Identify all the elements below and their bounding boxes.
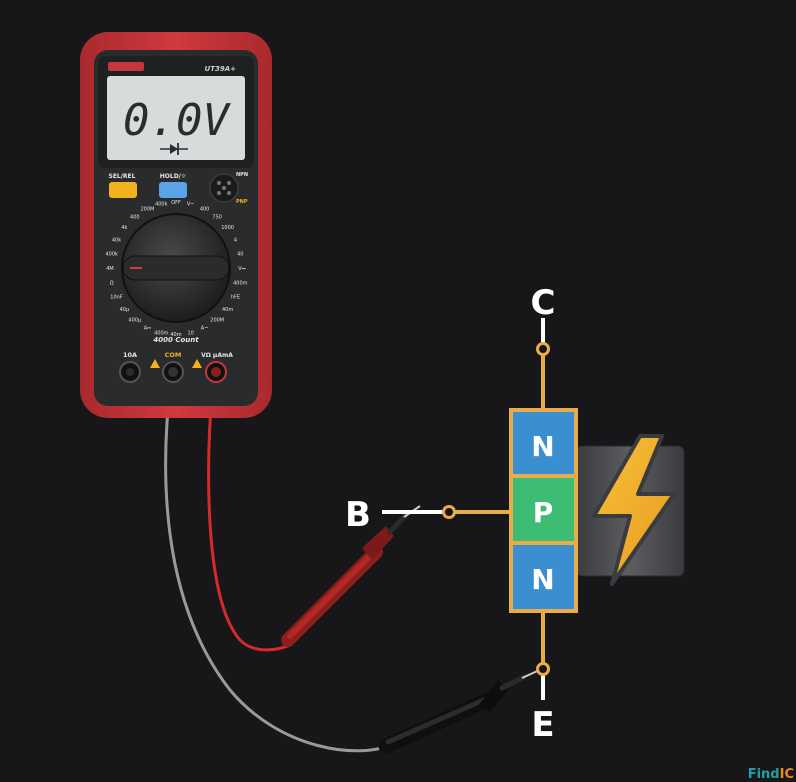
bottom-region-label: N	[531, 563, 554, 596]
hold-button[interactable]	[159, 182, 187, 198]
lcd-screen	[107, 76, 245, 160]
hold-label: HOLD/☼	[160, 173, 187, 180]
dial-label: 40µ	[120, 307, 130, 313]
dial-label: 1000	[221, 225, 234, 231]
dial-label: 4M	[106, 266, 114, 272]
dial-label: OFF	[171, 200, 181, 206]
dial-label: 40m	[222, 307, 233, 313]
dial-label: 200M	[210, 318, 224, 324]
watermark: FindIC	[748, 767, 794, 782]
sel-rel-button[interactable]	[109, 182, 137, 198]
black-probe[interactable]	[378, 667, 545, 754]
port-com-label: COM	[165, 351, 182, 359]
dial-label: 10	[188, 330, 194, 336]
port-vohm[interactable]	[205, 361, 227, 383]
port-10a-label: 10A	[123, 351, 137, 359]
lcd-reading: 0.0V	[123, 95, 231, 146]
dial-label: 4k	[121, 225, 127, 231]
dial-label: 400k	[155, 202, 168, 208]
diode-icon	[160, 143, 188, 155]
dial-label: V⎓	[238, 266, 245, 272]
base-label: B	[345, 495, 371, 535]
dial-label: 4	[234, 237, 237, 243]
n-region-bottom	[513, 545, 574, 609]
pnp-label: PNP	[236, 199, 248, 205]
red-probe[interactable]	[281, 505, 421, 647]
top-region-label: N	[531, 430, 554, 463]
watermark-ic: IC	[779, 767, 794, 782]
port-vohm-label: VΩ µAmA	[201, 352, 233, 359]
dial-pointer-bar	[122, 255, 230, 281]
collector-label: C	[531, 283, 556, 323]
dial-label: 40	[237, 251, 243, 257]
lightning-bolt-icon	[592, 434, 676, 586]
red-lead-wire	[207, 379, 293, 652]
n-region-top	[513, 412, 574, 474]
npn-stack	[509, 408, 578, 613]
dial-label: hFE	[231, 295, 240, 301]
hfe-socket[interactable]	[209, 173, 239, 203]
dial-label: Ω	[110, 281, 114, 287]
count-label: 4000 Count	[153, 336, 199, 344]
dial-label: 400	[200, 207, 210, 213]
dial-label: 40k	[112, 237, 121, 243]
multimeter: UT39A+ 0.0V SEL/REL HOLD/☼ NPN PNP OFF V~…	[80, 32, 272, 418]
black-lead-wire	[164, 379, 393, 753]
dial-label: 750	[212, 214, 222, 220]
collector-lead	[536, 318, 550, 410]
emitter-lead	[536, 612, 550, 700]
dial-label: A⎓	[144, 326, 151, 332]
brand-badge	[108, 62, 144, 71]
port-10a[interactable]	[119, 361, 141, 383]
dial-label: 400µ	[128, 318, 142, 324]
dial-label: 40m	[170, 332, 181, 338]
warning-icon	[150, 359, 160, 368]
warning-icon	[192, 359, 202, 368]
dial-label: 200M	[140, 207, 154, 213]
port-com[interactable]	[162, 361, 184, 383]
emitter-label: E	[531, 705, 554, 745]
base-lead	[382, 505, 512, 519]
dial-label: A~	[201, 326, 209, 332]
sel-rel-label: SEL/REL	[109, 173, 136, 180]
dial-label: 400	[130, 214, 140, 220]
dial-label: 400m	[154, 330, 169, 336]
watermark-find: Find	[747, 767, 780, 782]
dial-label: 400m	[233, 281, 248, 287]
dial-label: 10nF	[110, 295, 123, 301]
middle-region-label: P	[533, 496, 554, 529]
dial-label: V~	[187, 202, 195, 208]
npn-label: NPN	[236, 172, 248, 178]
meter-model: UT39A+	[205, 65, 237, 73]
dial-label: 400k	[105, 251, 118, 257]
p-region	[513, 478, 574, 541]
